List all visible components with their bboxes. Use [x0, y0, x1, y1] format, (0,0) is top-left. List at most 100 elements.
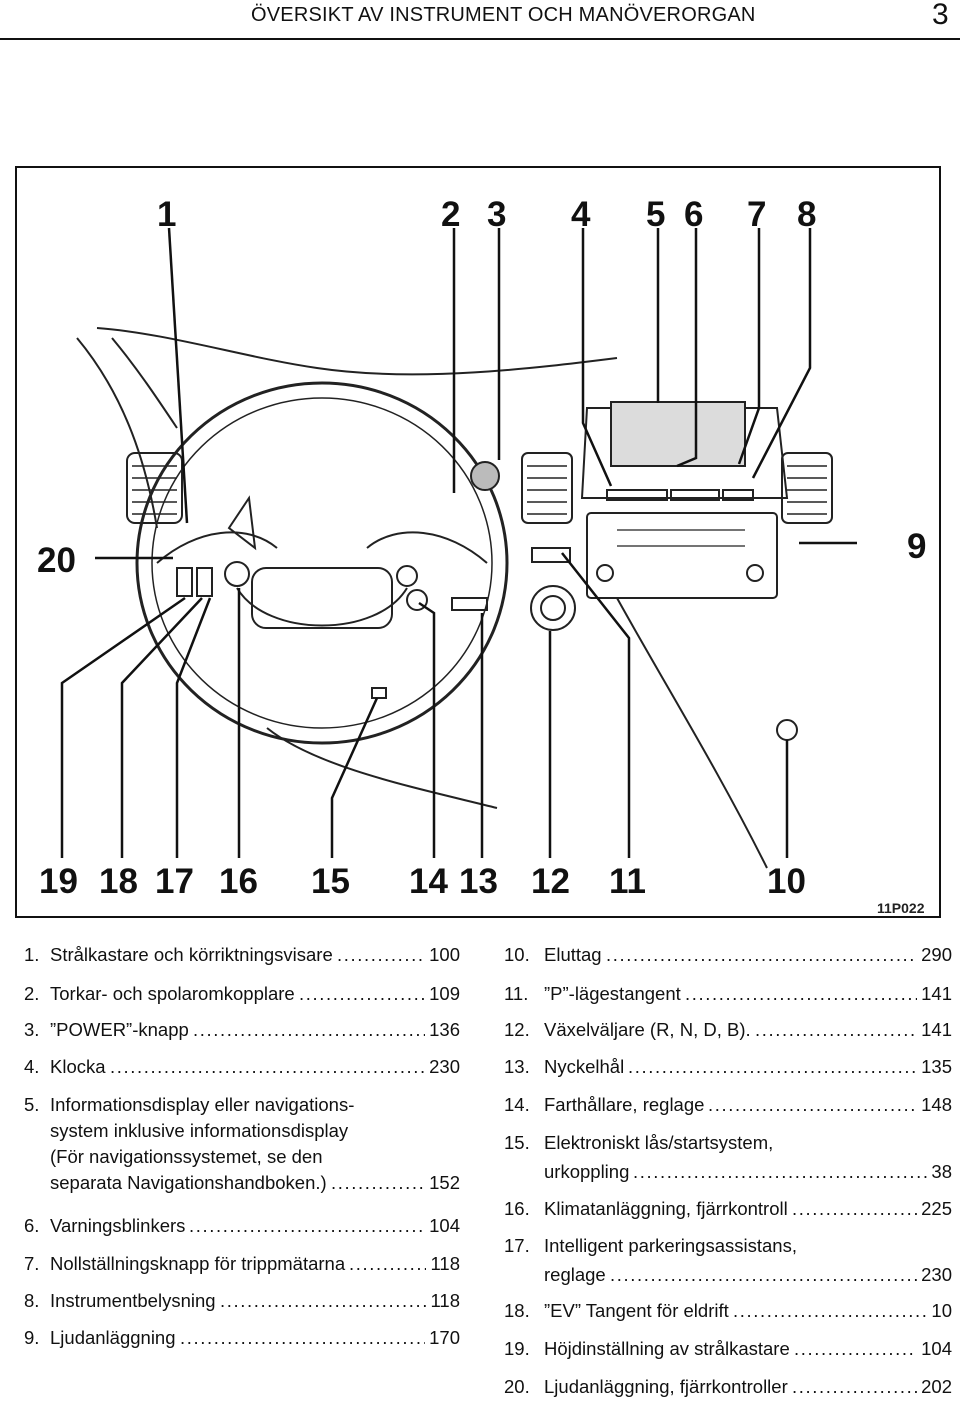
item-page-number: 230: [429, 1056, 460, 1077]
callout-2: 2: [441, 195, 460, 234]
callout-5: 5: [646, 195, 665, 234]
dot-leader: ........................................…: [755, 1021, 917, 1040]
figure-code: 11P022: [877, 900, 925, 916]
dot-leader: ........................................…: [337, 946, 425, 965]
callout-19: 19: [39, 862, 78, 901]
item-number: 4.: [24, 1056, 40, 1077]
dot-leader: ........................................…: [633, 1163, 927, 1182]
item-number: 5.: [24, 1094, 40, 1115]
callout-6: 6: [684, 195, 703, 234]
item-page-number: 148: [921, 1094, 952, 1115]
dot-leader: ........................................…: [189, 1217, 425, 1236]
callout-16: 16: [219, 862, 258, 901]
dot-leader: ........................................…: [180, 1329, 425, 1348]
item-number: 1.: [24, 944, 40, 965]
page-header: ÖVERSIKT AV INSTRUMENT OCH MANÖVERORGAN …: [0, 0, 960, 40]
item-text: Strålkastare och körriktningsvisare: [50, 944, 333, 965]
dot-leader: ........................................…: [299, 985, 425, 1004]
item-page-number: 170: [429, 1327, 460, 1348]
item-text: Torkar- och spolaromkopplare: [50, 983, 295, 1004]
dot-leader: ........................................…: [110, 1058, 425, 1077]
item-text: Nollställningsknapp för trippmätarna: [50, 1253, 346, 1274]
item-number: 19.: [504, 1338, 530, 1359]
item-number: 16.: [504, 1198, 530, 1219]
dot-leader: ........................................…: [349, 1255, 426, 1274]
callout-15: 15: [311, 862, 350, 901]
item-page-number: 230: [921, 1264, 952, 1285]
callout-4: 4: [571, 195, 591, 234]
item-text: Farthållare, reglage: [544, 1094, 705, 1115]
item-page-number: 118: [430, 1253, 461, 1274]
item-number: 20.: [504, 1376, 530, 1397]
item-number: 10.: [504, 944, 530, 965]
dot-leader: ........................................…: [331, 1174, 425, 1193]
item-text: separata Navigationshandboken.): [50, 1172, 327, 1193]
item-page-number: 225: [921, 1198, 952, 1219]
item-number: 9.: [24, 1327, 40, 1348]
item-text: urkoppling: [544, 1161, 630, 1182]
dot-leader: ........................................…: [628, 1058, 917, 1077]
item-page-number: 202: [921, 1376, 952, 1397]
item-number: 18.: [504, 1300, 530, 1321]
item-page-number: 136: [429, 1019, 460, 1040]
dot-leader: ........................................…: [708, 1096, 917, 1115]
item-page-number: 38: [931, 1161, 952, 1182]
dot-leader: ........................................…: [193, 1021, 425, 1040]
item-page-number: 104: [921, 1338, 952, 1359]
item-number: 3.: [24, 1019, 40, 1040]
dashboard-drawing: 1 2 3 4 5 6 7 8 9 20 19 18 17 16 15 14 1…: [37, 195, 926, 916]
item-page-number: 290: [921, 944, 952, 965]
chapter-number: 3: [932, 0, 949, 31]
callout-11: 11: [609, 862, 646, 901]
callout-3: 3: [487, 195, 506, 234]
dot-leader: ........................................…: [220, 1292, 426, 1311]
item-page-number: 141: [921, 983, 952, 1004]
dot-leader: ........................................…: [610, 1266, 917, 1285]
item-number: 6.: [24, 1215, 40, 1236]
item-text: reglage: [544, 1264, 606, 1285]
callout-7: 7: [747, 195, 766, 234]
dot-leader: ........................................…: [794, 1340, 917, 1359]
item-number: 17.: [504, 1235, 530, 1256]
item-text: Instrumentbelysning: [50, 1290, 216, 1311]
item-number: 15.: [504, 1132, 530, 1153]
callout-12: 12: [531, 862, 570, 901]
item-text: Nyckelhål: [544, 1056, 625, 1077]
item-text: Intelligent parkeringsassistans,: [544, 1235, 797, 1256]
item-text: Ljudanläggning: [50, 1327, 176, 1348]
item-page-number: 152: [429, 1172, 460, 1193]
callout-13: 13: [459, 862, 498, 901]
callout-20: 20: [37, 541, 76, 580]
item-page-number: 104: [429, 1215, 460, 1236]
callout-10: 10: [767, 862, 806, 901]
item-text: Informationsdisplay eller navigations-: [50, 1094, 355, 1115]
dashboard-illustration: 1 2 3 4 5 6 7 8 9 20 19 18 17 16 15 14 1…: [15, 166, 941, 918]
item-page-number: 100: [429, 944, 460, 965]
callout-18: 18: [99, 862, 138, 901]
item-text: Klocka: [50, 1056, 106, 1077]
item-page-number: 135: [921, 1056, 952, 1077]
item-text: Höjdinställning av strålkastare: [544, 1338, 790, 1359]
item-number: 2.: [24, 983, 40, 1004]
item-page-number: 109: [429, 983, 460, 1004]
dot-leader: ........................................…: [606, 946, 917, 965]
item-number: 11.: [504, 983, 529, 1004]
item-text: ”POWER”-knapp: [50, 1019, 189, 1040]
dot-leader: ........................................…: [733, 1302, 927, 1321]
item-page-number: 118: [430, 1290, 461, 1311]
item-number: 7.: [24, 1253, 40, 1274]
item-text: Växelväljare (R, N, D, B).: [544, 1019, 751, 1040]
item-page-number: 141: [921, 1019, 952, 1040]
callout-8: 8: [797, 195, 816, 234]
item-text: ”P”-lägestangent: [544, 983, 681, 1004]
item-text: Eluttag: [544, 944, 602, 965]
item-text: Varningsblinkers: [50, 1215, 186, 1236]
item-text: ”EV” Tangent för eldrift: [544, 1300, 729, 1321]
dot-leader: ........................................…: [792, 1378, 917, 1397]
dot-leader: ........................................…: [792, 1200, 917, 1219]
callout-14: 14: [409, 862, 448, 901]
callout-17: 17: [155, 862, 194, 901]
dot-leader: ........................................…: [685, 985, 917, 1004]
item-number: 8.: [24, 1290, 40, 1311]
chapter-title: ÖVERSIKT AV INSTRUMENT OCH MANÖVERORGAN: [251, 4, 756, 26]
